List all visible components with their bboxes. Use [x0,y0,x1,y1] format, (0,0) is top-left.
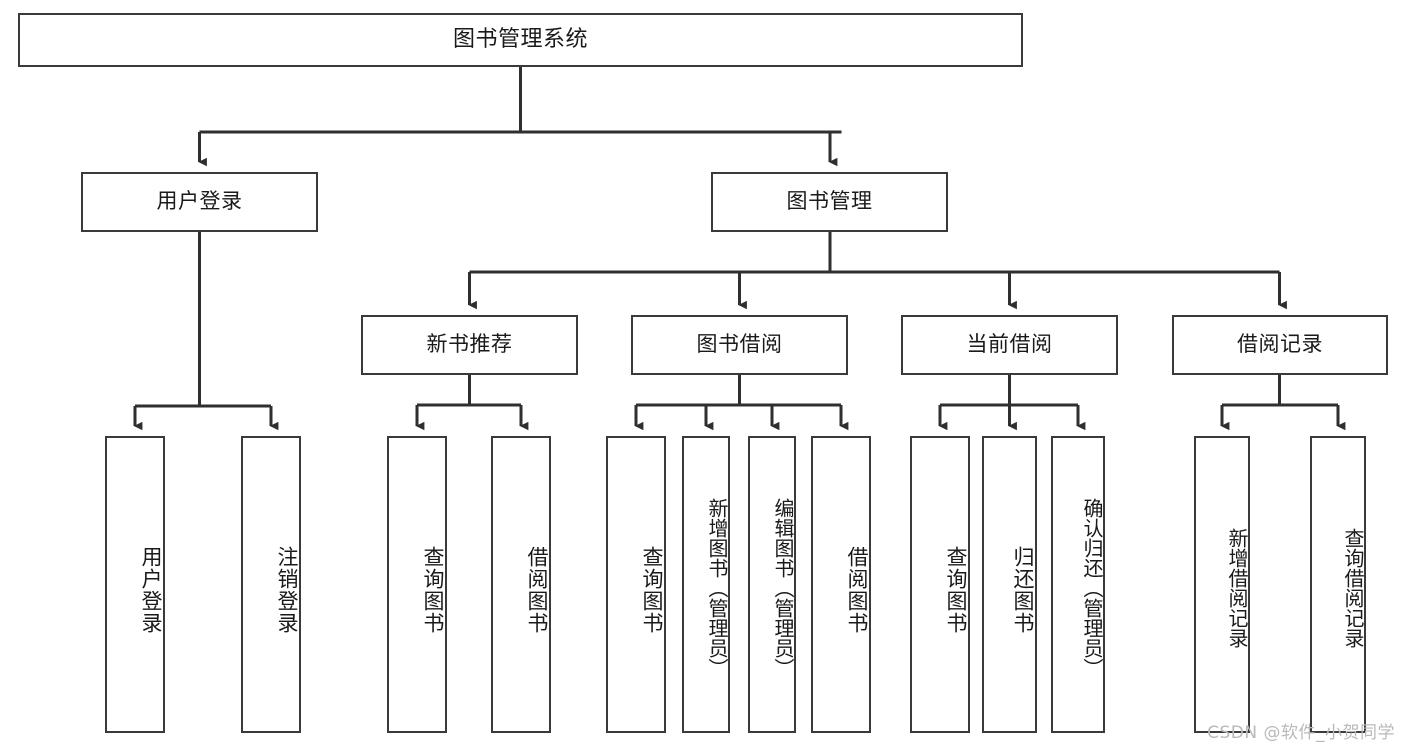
leaf-user-logout[interactable]: 注销登录 [241,436,301,733]
leaf-return-book[interactable]: 归还图书 [982,436,1037,733]
leaf-query-book-borrow[interactable]: 查询图书 [606,436,666,733]
leaf-add-book-admin[interactable]: 新增图书（管理员） [682,436,730,733]
leaf-add-borrow-record[interactable]: 新增借阅记录 [1194,436,1250,733]
node-book-management[interactable]: 图书管理 [711,172,948,232]
node-user-login[interactable]: 用户登录 [81,172,318,232]
leaf-user-login[interactable]: 用户登录 [105,436,165,733]
node-borrow-record[interactable]: 借阅记录 [1172,315,1388,375]
node-new-book-recommend[interactable]: 新书推荐 [361,315,578,375]
leaf-borrow-book[interactable]: 借阅图书 [811,436,871,733]
leaf-query-book-recommend[interactable]: 查询图书 [387,436,447,733]
csdn-watermark: CSDN @软件_小贺同学 [1207,723,1395,743]
leaf-edit-book-admin[interactable]: 编辑图书（管理员） [748,436,796,733]
leaf-borrow-book-recommend[interactable]: 借阅图书 [491,436,551,733]
leaf-query-book-current[interactable]: 查询图书 [910,436,970,733]
node-root-system[interactable]: 图书管理系统 [18,13,1023,67]
leaf-query-borrow-record[interactable]: 查询借阅记录 [1310,436,1366,733]
node-current-borrow[interactable]: 当前借阅 [901,315,1118,375]
leaf-confirm-return-admin[interactable]: 确认归还（管理员） [1051,436,1105,733]
node-book-borrow[interactable]: 图书借阅 [631,315,848,375]
